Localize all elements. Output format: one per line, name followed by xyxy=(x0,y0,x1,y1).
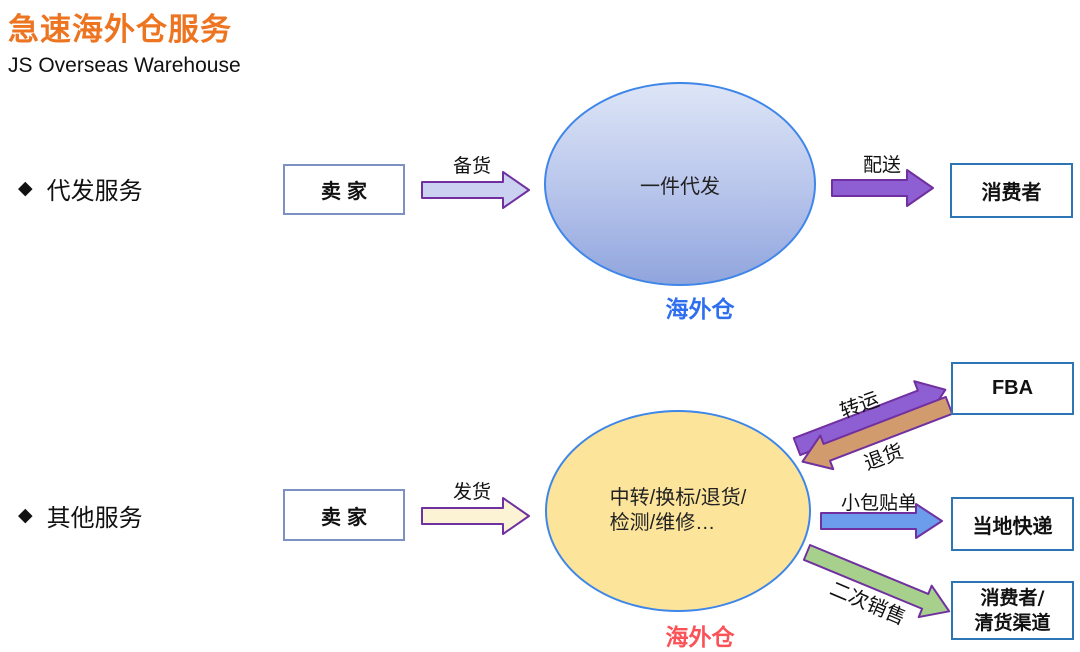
warehouse-ellipse-other: 中转/换标/退货/ 检测/维修… xyxy=(545,410,811,612)
consumer-clearance-line2: 清货渠道 xyxy=(974,611,1051,634)
consumer-clearance-line1: 消费者/ xyxy=(980,586,1045,609)
parcel-arrow xyxy=(820,501,944,541)
warehouse-services-line1: 中转/换标/退货/ xyxy=(609,487,747,509)
return-arrow xyxy=(793,384,958,482)
page-title: 急速海外仓服务 xyxy=(8,12,232,47)
page-subtitle: JS Overseas Warehouse xyxy=(8,54,241,77)
section-label-other: ◆ 其他服务 xyxy=(18,498,143,533)
consumer-box-label: 消费者 xyxy=(981,180,1042,204)
fba-box: FBA xyxy=(951,362,1074,415)
section-title-dropship: 代发服务 xyxy=(46,178,143,205)
resale-arrow xyxy=(798,533,959,632)
consumer-clearance-box-label: 消费者/ 清货渠道 xyxy=(974,586,1050,636)
diamond-bullet-icon: ◆ xyxy=(18,178,33,199)
warehouse-ellipse-dropship-text: 一件代发 xyxy=(640,175,720,198)
seller-box-1-label: 卖家 xyxy=(321,179,373,203)
ship-arrow-label: 发货 xyxy=(452,482,491,503)
warehouse-caption-blue: 海外仓 xyxy=(665,296,735,322)
stock-arrow xyxy=(421,169,531,211)
ship-arrow xyxy=(421,495,531,537)
delivery-arrow-label: 配送 xyxy=(862,155,901,176)
seller-box-2-label: 卖家 xyxy=(321,504,373,529)
stock-arrow-label: 备货 xyxy=(452,156,491,177)
warehouse-ellipse-other-text: 中转/换标/退货/ 检测/维修… xyxy=(610,486,747,536)
fba-box-label: FBA xyxy=(991,377,1034,399)
local-express-box: 当地快递 xyxy=(951,497,1074,551)
parcel-arrow-label: 小包贴单 xyxy=(840,493,917,514)
warehouse-services-line2: 检测/维修… xyxy=(609,512,716,534)
warehouse-caption-red: 海外仓 xyxy=(665,624,735,650)
seller-box-1: 卖家 xyxy=(283,164,405,215)
local-express-box-label: 当地快递 xyxy=(972,513,1053,538)
section-title-other: 其他服务 xyxy=(46,505,143,532)
diamond-bullet-icon: ◆ xyxy=(18,505,33,526)
seller-box-2: 卖家 xyxy=(283,489,405,541)
consumer-clearance-box: 消费者/ 清货渠道 xyxy=(951,581,1074,640)
consumer-box: 消费者 xyxy=(950,163,1073,218)
warehouse-ellipse-dropship: 一件代发 xyxy=(544,82,816,286)
section-label-dropship: ◆ 代发服务 xyxy=(18,171,143,206)
delivery-arrow xyxy=(831,167,935,209)
